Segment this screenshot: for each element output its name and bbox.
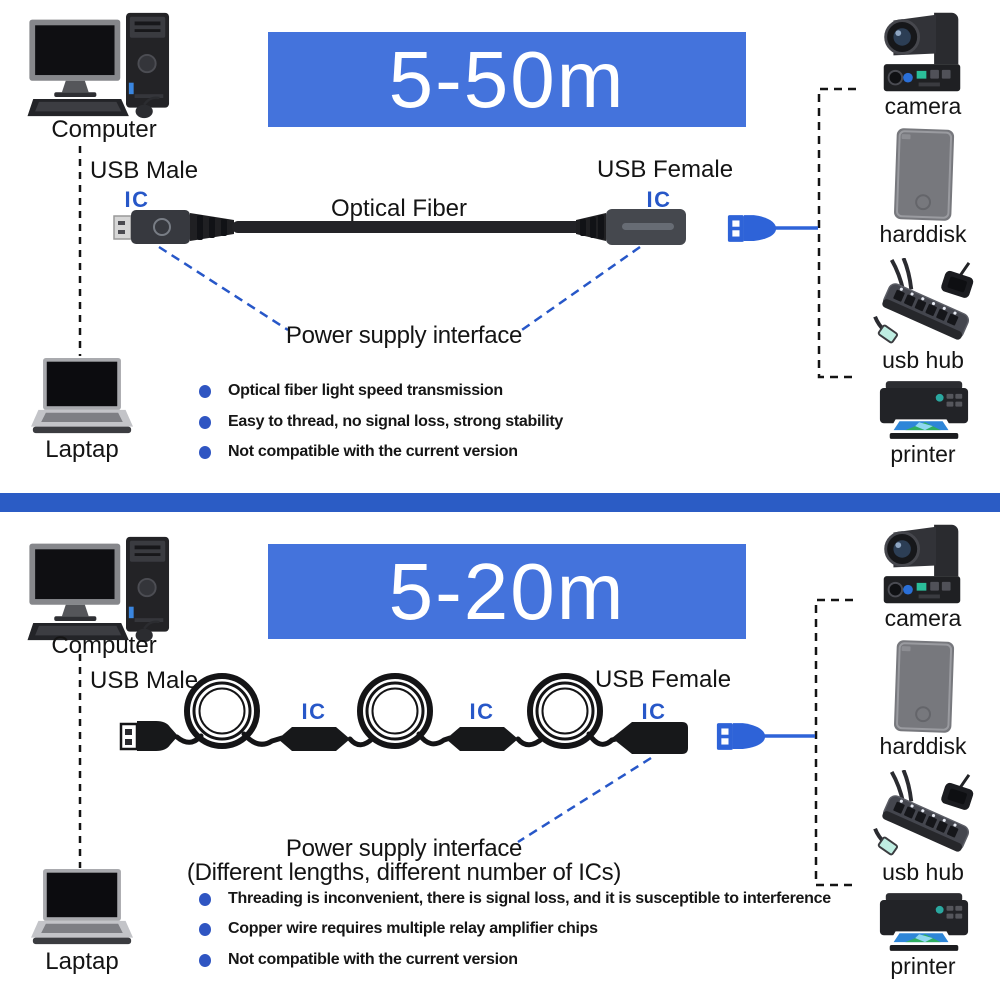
- usb-hub-icon: [870, 258, 976, 348]
- printer-label: printer: [890, 441, 956, 467]
- computer-icon: [26, 10, 182, 120]
- usb-plug-icon: [727, 214, 777, 243]
- computer-icon: [26, 534, 182, 644]
- length-banner: 5-50m: [268, 32, 746, 127]
- callout-line2: (Different lengths, different number of …: [186, 859, 622, 886]
- harddisk-icon: [892, 127, 958, 224]
- feature-bullet: Not compatible with the current version: [199, 442, 518, 462]
- laptop-icon: [31, 868, 133, 946]
- laptop-icon: [31, 357, 133, 435]
- ic-label-1: IC: [301, 699, 327, 724]
- cable-type-label: Optical Fiber: [330, 195, 468, 222]
- panel1-line-art: [78, 87, 856, 379]
- camera-icon: [876, 522, 968, 606]
- power-supply-callout: Power supply interface (Different length…: [104, 837, 704, 885]
- usb-hub-icon: [870, 770, 976, 860]
- power-callout-line: [517, 756, 652, 844]
- usb-female-connector: [612, 722, 688, 754]
- optical-fiber-cable: [190, 213, 606, 241]
- power-supply-callout: Power supply interface: [285, 322, 523, 349]
- printer-icon: [876, 892, 972, 953]
- bullet-dot-icon: [199, 892, 211, 906]
- bullet-dot-icon: [199, 415, 211, 429]
- harddisk-icon: [892, 639, 958, 736]
- laptop-label: Laptap: [45, 436, 119, 463]
- usb-male-label: USB Male: [90, 157, 199, 184]
- camera-label: camera: [884, 605, 962, 631]
- panel-copper-wire: Computer 5-20m USB Male USB Female IC IC…: [0, 512, 1000, 1000]
- feature-bullet: Optical fiber light speed transmission: [199, 381, 503, 401]
- feature-bullet: Copper wire requires multiple relay ampl…: [199, 919, 598, 939]
- printer-label: printer: [890, 953, 956, 979]
- callout-line1: Power supply interface: [285, 835, 523, 862]
- ic-label-2: IC: [469, 699, 495, 724]
- ic-label-3: IC: [641, 699, 667, 724]
- panel2-line-art: [78, 598, 853, 887]
- panel-divider: [0, 493, 1000, 512]
- power-callout-line-left: [158, 245, 289, 332]
- ic-label-right: IC: [646, 187, 672, 212]
- laptop-label: Laptap: [45, 948, 119, 975]
- usb-female-label: USB Female: [595, 666, 732, 693]
- device-bracket-dashed: [814, 598, 853, 887]
- camera-label: camera: [884, 93, 962, 119]
- length-banner: 5-20m: [268, 544, 746, 639]
- usb-hub-label: usb hub: [882, 347, 964, 373]
- panel-optical-fiber: Computer 5-50m USB Male USB Female Optic…: [0, 0, 1000, 493]
- computer-label: Computer: [51, 632, 157, 659]
- usb-male-connector: [113, 210, 190, 244]
- feature-bullet: Easy to thread, no signal loss, strong s…: [199, 412, 563, 432]
- printer-icon: [876, 380, 972, 441]
- power-callout-line-right: [518, 245, 641, 334]
- cable-coil: [184, 673, 603, 749]
- bullet-dot-icon: [199, 445, 211, 459]
- usb-male-label: USB Male: [90, 667, 199, 694]
- usb-female-connector: [606, 209, 686, 245]
- device-bracket-dashed: [817, 87, 856, 379]
- ic-label-left: IC: [124, 187, 150, 212]
- harddisk-label: harddisk: [879, 221, 967, 247]
- bullet-dot-icon: [199, 922, 211, 936]
- usb-male-connector: [119, 721, 178, 751]
- harddisk-label: harddisk: [879, 733, 967, 759]
- bullet-dot-icon: [199, 953, 211, 967]
- usb-female-label: USB Female: [597, 156, 734, 183]
- ic-chip-box: [278, 722, 688, 754]
- computer-label: Computer: [51, 116, 157, 143]
- bullet-dot-icon: [199, 384, 211, 398]
- usb-plug-icon: [716, 722, 766, 751]
- feature-bullet: Not compatible with the current version: [199, 950, 518, 970]
- camera-icon: [876, 10, 968, 94]
- usb-hub-label: usb hub: [882, 859, 964, 885]
- feature-bullet: Threading is inconvenient, there is sign…: [199, 889, 831, 909]
